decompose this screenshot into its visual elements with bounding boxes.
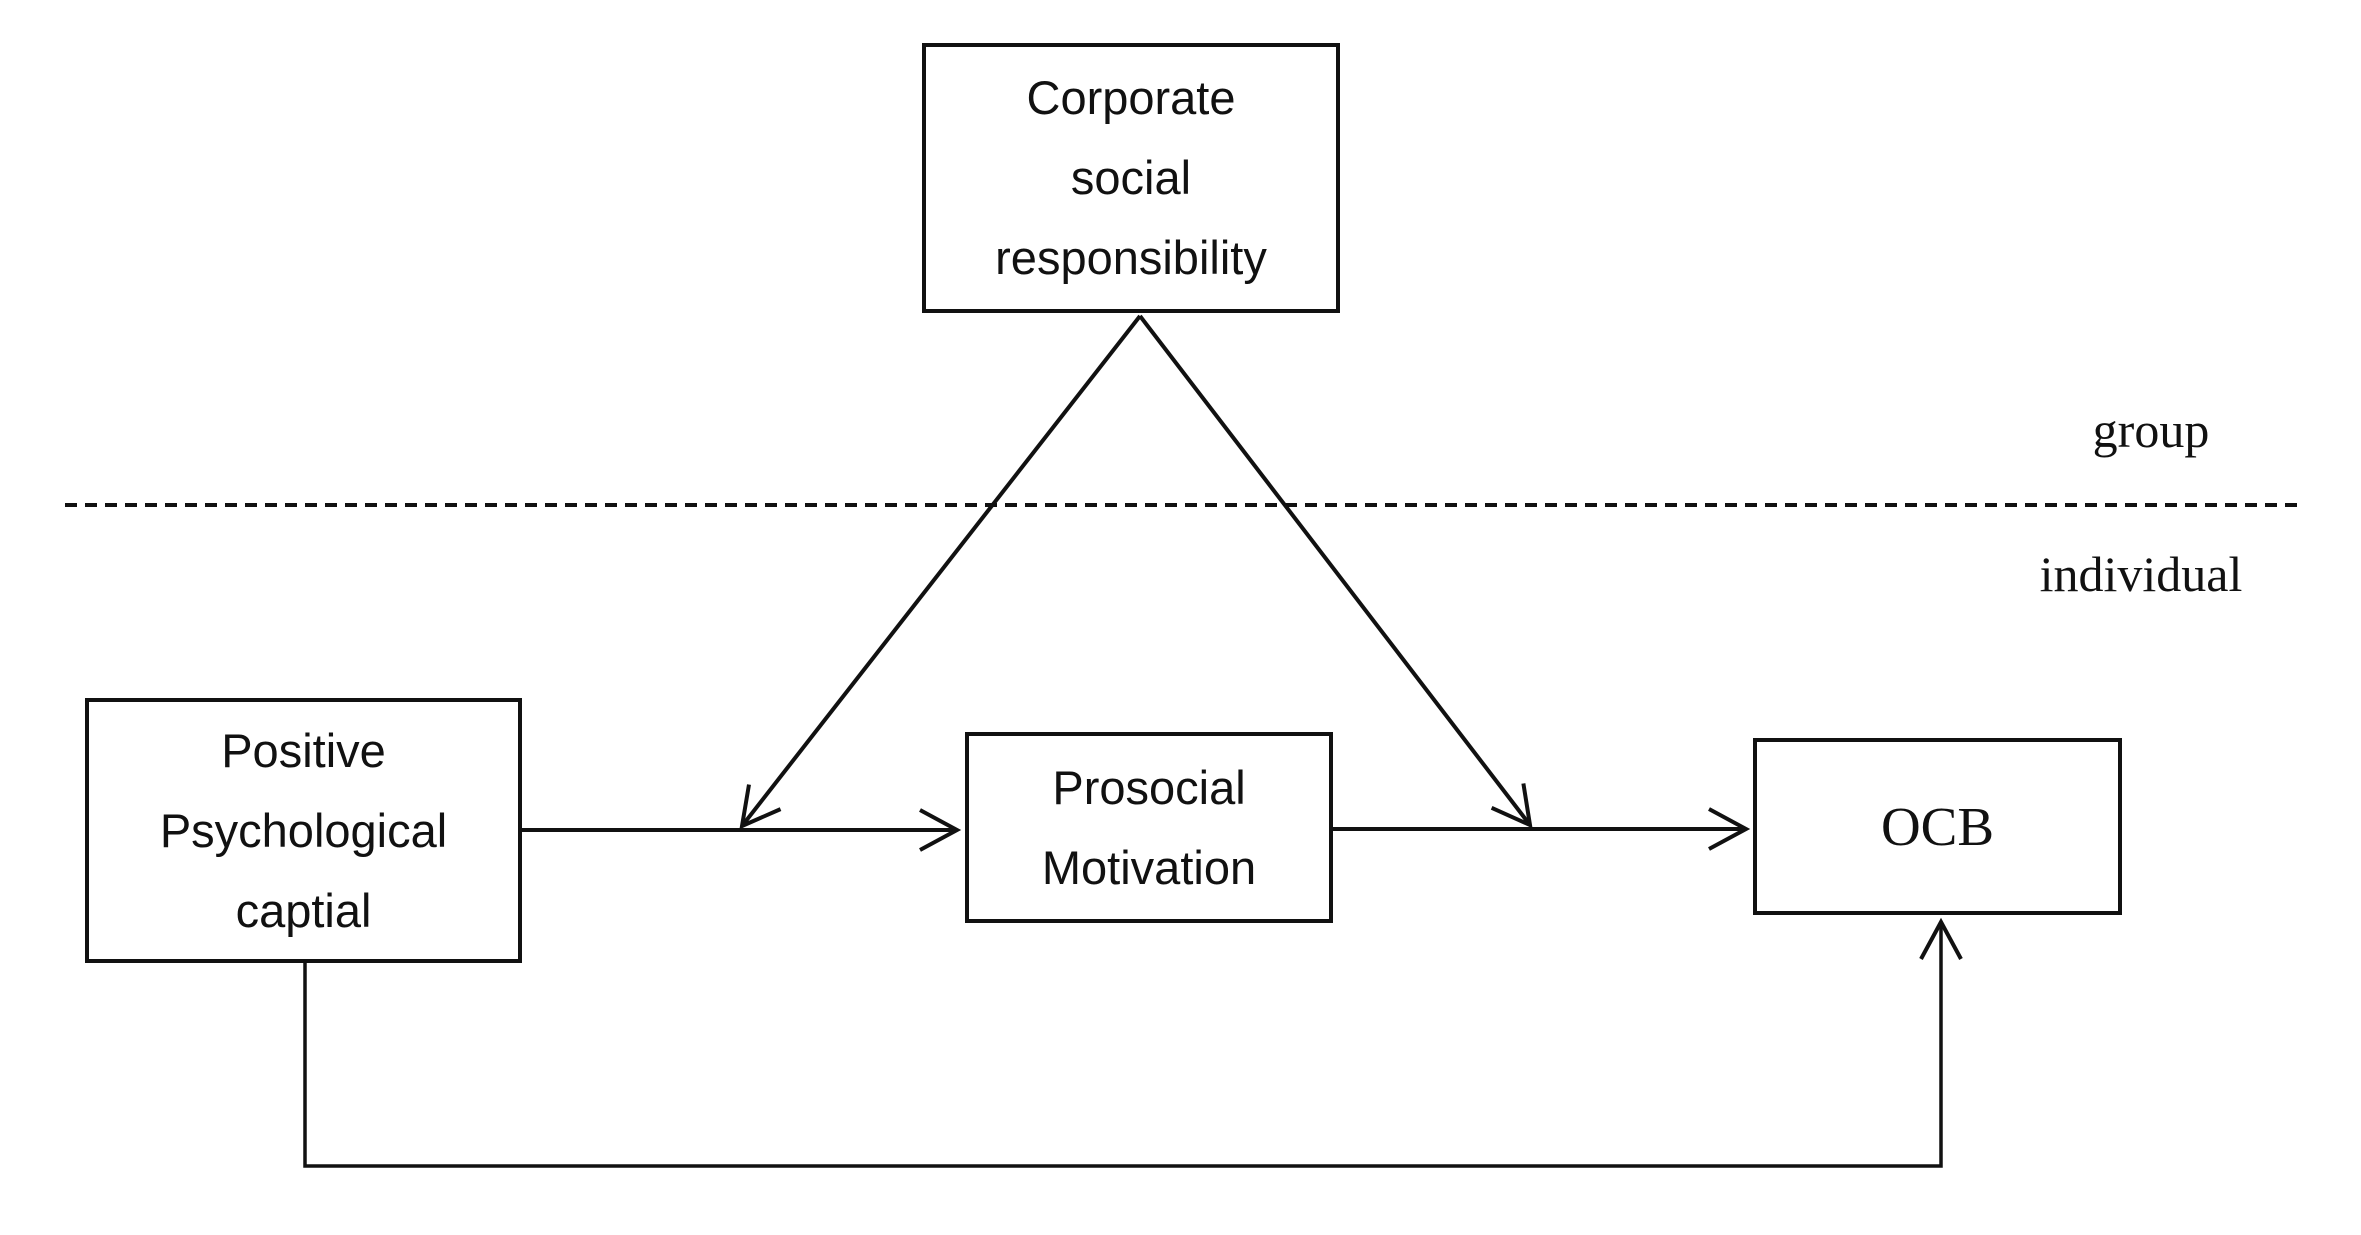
node-label-line: Positive [221, 723, 386, 777]
node-label-line: social [1070, 151, 1192, 204]
node-label-line: OCB [1880, 795, 1995, 857]
node-label-line: responsibility [995, 231, 1267, 284]
node-corporate-social-responsibility: Corporate social responsibility [922, 43, 1340, 313]
node-ocb: OCB [1753, 738, 2122, 915]
node-label-line: Prosocial [1052, 760, 1246, 814]
moderation-arrow-csr-to-pm-ocb-path [1138, 314, 1533, 829]
moderation-arrow-csr-to-ppc-pm-path [739, 314, 1142, 830]
node-prosocial-motivation: Prosocial Motivation [965, 732, 1333, 923]
arrow-ppc-to-ocb-direct-bottom-route [303, 917, 1963, 1168]
node-label-line: Corporate [1026, 71, 1236, 124]
level-label-group: group [2092, 402, 2210, 458]
level-label-individual: individual [2039, 546, 2243, 602]
node-positive-psychological-capital: Positive Psychological captial [85, 698, 522, 963]
node-label-line: Psychological [159, 803, 448, 857]
node-label-line: captial [235, 883, 372, 937]
node-label-line: Motivation [1041, 840, 1257, 894]
